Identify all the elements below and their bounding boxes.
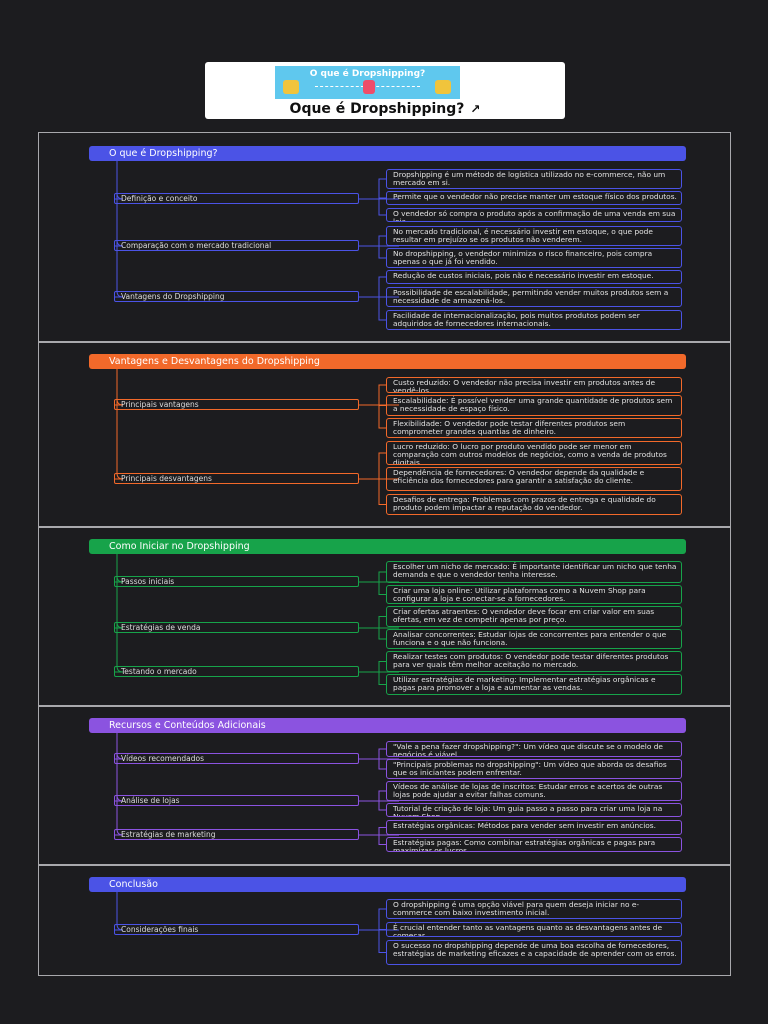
section-panel-2: Como Iniciar no Dropshipping Passos inic…	[38, 527, 731, 706]
leaf-3-0-0[interactable]: "Vale a pena fazer dropshipping?": Um ví…	[386, 741, 682, 757]
leaf-0-0-2[interactable]: O vendedor só compra o produto após a co…	[386, 208, 682, 222]
subtopic-0-0[interactable]: Definição e conceito	[114, 193, 359, 204]
connector-2-2	[114, 554, 124, 673]
leaf-1-1-0[interactable]: Lucro reduzido: O lucro por produto vend…	[386, 441, 682, 465]
leaf-connector-4-0-2	[378, 930, 386, 953]
leaf-3-2-0[interactable]: Estratégias orgânicas: Métodos para vend…	[386, 820, 682, 835]
section-title-0[interactable]: O que é Dropshipping?	[89, 146, 686, 161]
leaf-connector-3-1-1	[378, 801, 386, 811]
leaf-3-0-1[interactable]: "Principais problemas no dropshipping": …	[386, 759, 682, 779]
section-title-1[interactable]: Vantagens e Desvantagens do Dropshipping	[89, 354, 686, 369]
leaf-connector-0-2-2	[378, 297, 386, 321]
leaf-0-2-1[interactable]: Possibilidade de escalabilidade, permiti…	[386, 287, 682, 307]
leaf-connector-0-0-2	[378, 199, 386, 216]
leaf-0-2-2[interactable]: Facilidade de internacionalização, pois …	[386, 310, 682, 330]
leaf-1-0-2[interactable]: Flexibilidade: O vendedor pode testar di…	[386, 418, 682, 438]
leaf-0-0-1[interactable]: Permite que o vendedor não precise mante…	[386, 191, 682, 205]
leaf-0-1-0[interactable]: No mercado tradicional, é necessário inv…	[386, 226, 682, 246]
leaf-2-1-1[interactable]: Analisar concorrentes: Estudar lojas de …	[386, 629, 682, 649]
section-title-3[interactable]: Recursos e Conteúdos Adicionais	[89, 718, 686, 733]
leaf-connector-3-2-1	[378, 835, 386, 845]
leaf-connector-2-0-1	[378, 582, 386, 595]
leaf-1-1-2[interactable]: Desafios de entrega: Problemas com prazo…	[386, 494, 682, 515]
leaf-connector-3-1-0	[378, 790, 386, 801]
leaf-connector-4-0-1	[378, 929, 386, 930]
store-icon	[363, 80, 375, 94]
leaf-1-0-0[interactable]: Custo reduzido: O vendedor não precisa i…	[386, 377, 682, 393]
subtopic-3-1[interactable]: Análise de lojas	[114, 795, 359, 806]
section-panel-4: Conclusão Considerações finais O dropshi…	[38, 865, 731, 976]
leaf-connector-4-0-0	[378, 908, 386, 930]
leaf-4-0-2[interactable]: O sucesso no dropshipping depende de uma…	[386, 940, 682, 965]
leaf-connector-0-1-1	[378, 246, 386, 259]
leaf-connector-1-1-2	[378, 479, 386, 505]
leaf-connector-2-2-1	[378, 672, 386, 685]
leaf-connector-1-0-2	[378, 405, 386, 429]
connector-2-1	[114, 554, 124, 629]
leaf-2-0-0[interactable]: Escolher um nicho de mercado: É importan…	[386, 561, 682, 583]
section-panel-1: Vantagens e Desvantagens do Dropshipping…	[38, 342, 731, 527]
subtopic-2-0[interactable]: Passos iniciais	[114, 576, 359, 587]
leaf-2-2-1[interactable]: Utilizar estratégias de marketing: Imple…	[386, 674, 682, 695]
subtopic-2-2[interactable]: Testando o mercado	[114, 666, 359, 677]
connector-3-1	[114, 733, 124, 802]
leaf-connector-1-1-0	[378, 452, 386, 479]
leaf-connector-0-0-1	[378, 197, 386, 199]
page-title[interactable]: Oque é Dropshipping?	[289, 101, 465, 117]
leaf-3-1-0[interactable]: Vídeos de análise de lojas de inscritos:…	[386, 781, 682, 801]
section-panel-3: Recursos e Conteúdos Adicionais Vídeos r…	[38, 706, 731, 865]
leaf-1-0-1[interactable]: Escalabilidade: É possível vender uma gr…	[386, 395, 682, 416]
leaf-0-1-1[interactable]: No dropshipping, o vendedor minimiza o r…	[386, 248, 682, 268]
thumbnail-title: O que é Dropshipping?	[309, 69, 426, 79]
subtopic-4-0[interactable]: Considerações finais	[114, 924, 359, 935]
connector-3-2	[114, 733, 124, 836]
subtopic-0-1[interactable]: Comparação com o mercado tradicional	[114, 240, 359, 251]
subtopic-2-1[interactable]: Estratégias de venda	[114, 622, 359, 633]
leaf-1-1-1[interactable]: Dependência de fornecedores: O vendedor …	[386, 467, 682, 491]
leaf-0-0-0[interactable]: Dropshipping é um método de logística ut…	[386, 169, 682, 189]
leaf-0-2-0[interactable]: Redução de custos iniciais, pois não é n…	[386, 270, 682, 284]
subtopic-1-0[interactable]: Principais vantagens	[114, 399, 359, 410]
page-title-row[interactable]: Oque é Dropshipping? ↗	[205, 101, 565, 117]
connector-0-2	[114, 161, 124, 298]
thumbnail-image: O que é Dropshipping?	[275, 66, 460, 99]
leaf-connector-2-1-0	[378, 616, 386, 628]
section-title-2[interactable]: Como Iniciar no Dropshipping	[89, 539, 686, 554]
leaf-2-1-0[interactable]: Criar ofertas atraentes: O vendedor deve…	[386, 606, 682, 627]
leaf-connector-1-0-1	[378, 405, 386, 406]
leaf-connector-2-1-1	[378, 628, 386, 640]
leaf-4-0-1[interactable]: É crucial entender tanto as vantagens qu…	[386, 922, 682, 937]
leaf-3-2-1[interactable]: Estratégias pagas: Como combinar estraté…	[386, 837, 682, 852]
header-card[interactable]: O que é Dropshipping? Oque é Dropshippin…	[205, 62, 565, 119]
leaf-connector-3-2-0	[378, 827, 386, 835]
leaf-connector-0-2-0	[378, 276, 386, 297]
leaf-connector-3-0-1	[378, 759, 386, 770]
leaf-2-2-0[interactable]: Realizar testes com produtos: O vendedor…	[386, 651, 682, 672]
subtopic-3-2[interactable]: Estratégias de marketing	[114, 829, 359, 840]
subtopic-3-0[interactable]: Vídeos recomendados	[114, 753, 359, 764]
section-title-4[interactable]: Conclusão	[89, 877, 686, 892]
leaf-connector-2-0-0	[378, 571, 386, 582]
leaf-connector-2-2-0	[378, 661, 386, 672]
leaf-2-0-1[interactable]: Criar uma loja online: Utilizar platafor…	[386, 585, 682, 604]
leaf-connector-1-0-0	[378, 384, 386, 405]
external-link-icon[interactable]: ↗	[470, 102, 481, 116]
box-icon	[435, 80, 451, 94]
leaf-connector-0-0-0	[378, 178, 386, 199]
leaf-connector-0-1-0	[378, 235, 386, 246]
subtopic-0-2[interactable]: Vantagens do Dropshipping	[114, 291, 359, 302]
leaf-3-1-1[interactable]: Tutorial de criação de loja: Um guia pas…	[386, 803, 682, 817]
subtopic-1-1[interactable]: Principais desvantagens	[114, 473, 359, 484]
connector-1-1	[114, 369, 124, 480]
section-panel-0: O que é Dropshipping? Definição e concei…	[38, 132, 731, 342]
leaf-4-0-0[interactable]: O dropshipping é uma opção viável para q…	[386, 899, 682, 919]
leaf-connector-3-0-0	[378, 748, 386, 759]
shopping-bag-icon	[283, 80, 299, 94]
